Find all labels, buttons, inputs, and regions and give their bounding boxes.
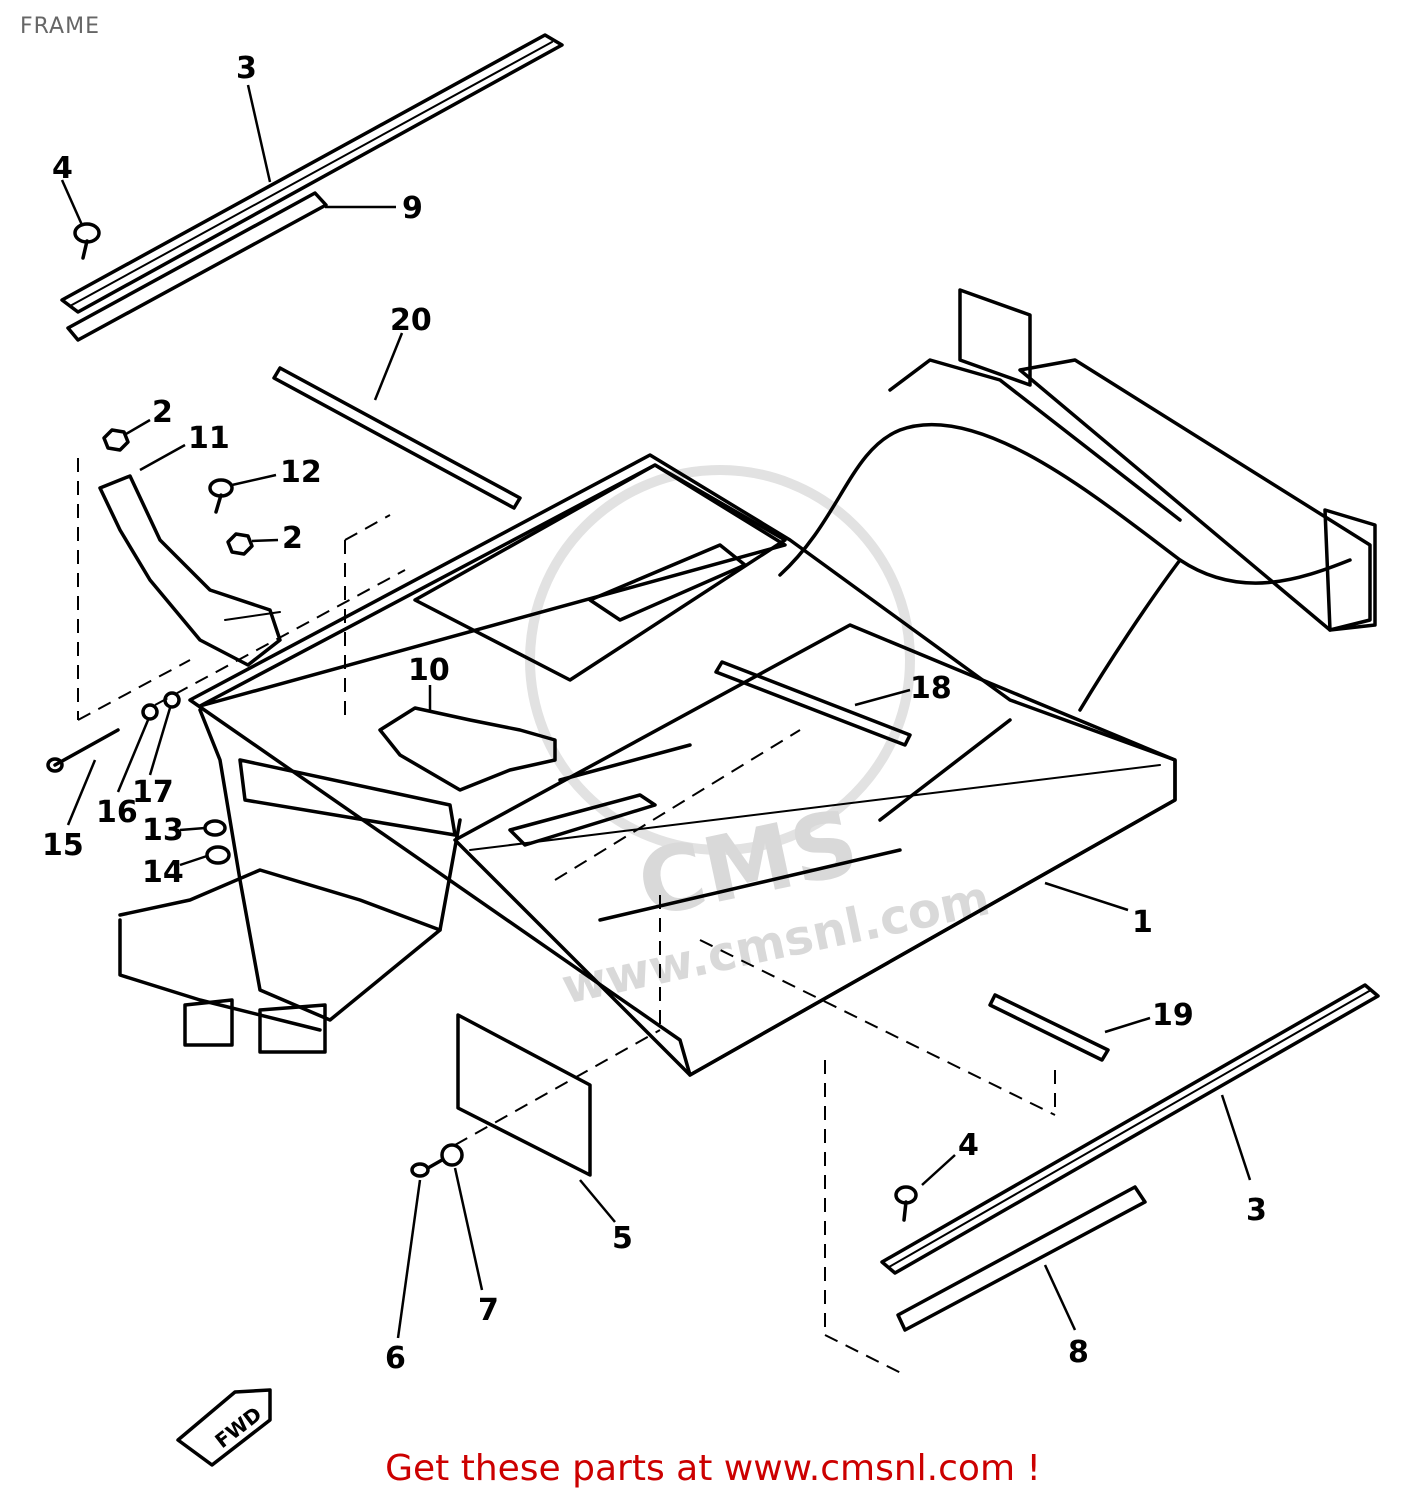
- part-nut-14: [205, 845, 231, 865]
- callout-19: 19: [1152, 998, 1194, 1033]
- callout-20: 20: [390, 303, 432, 338]
- callout-12: 12: [280, 455, 322, 490]
- callout-10: 10: [408, 653, 450, 688]
- part-plate-5: [456, 1013, 592, 1177]
- part-bracket-10: [378, 706, 557, 792]
- callout-4-lower: 4: [958, 1128, 979, 1163]
- callout-8: 8: [1068, 1335, 1089, 1370]
- callout-16: 16: [96, 795, 138, 830]
- part-stay-20: [272, 366, 522, 510]
- callout-3-lower: 3: [1246, 1193, 1267, 1228]
- part-bolt-15: [46, 728, 120, 773]
- part-stay-18: [714, 660, 912, 747]
- part-side-cover-upper: [66, 191, 328, 342]
- callout-7: 7: [478, 1293, 499, 1328]
- part-nut-13: [203, 819, 227, 837]
- part-nut-2-lower: [226, 532, 254, 556]
- callout-2-lower: 2: [282, 521, 303, 556]
- part-washer-17: [163, 691, 181, 709]
- callout-11: 11: [188, 421, 230, 456]
- callout-4-upper: 4: [52, 151, 73, 186]
- callout-17: 17: [132, 775, 174, 810]
- callout-5: 5: [612, 1221, 633, 1256]
- callout-2-upper: 2: [152, 395, 173, 430]
- part-stay-19: [988, 993, 1110, 1062]
- callout-1: 1: [1132, 905, 1153, 940]
- part-rivet-upper: [73, 222, 101, 260]
- callout-13: 13: [142, 813, 184, 848]
- part-side-rail-lower: [880, 983, 1380, 1275]
- part-rivet-lower: [894, 1185, 918, 1222]
- part-nut-2-upper: [102, 428, 130, 452]
- part-side-rail-upper: [60, 33, 564, 314]
- leader-lines: [60, 84, 1252, 1339]
- callout-6: 6: [385, 1341, 406, 1376]
- callouts: 1 2 2 3 3 4 4 5 6 7 8 9 10 11 12 13 14 1…: [42, 51, 1267, 1376]
- part-bolt-6: [410, 1158, 444, 1178]
- promo-link[interactable]: Get these parts at www.cmsnl.com !: [385, 1448, 1041, 1489]
- part-bracket-11: [98, 474, 282, 667]
- page-title: FRAME: [20, 14, 100, 39]
- part-side-cover-lower: [896, 1185, 1147, 1332]
- part-washer-7: [440, 1143, 464, 1167]
- callout-14: 14: [142, 855, 184, 890]
- part-washer-16: [141, 703, 159, 721]
- part-bolt-12: [208, 478, 234, 514]
- assembly-lines: [77, 458, 1056, 1376]
- callout-15: 15: [42, 828, 84, 863]
- callout-3-upper: 3: [236, 51, 257, 86]
- part-main-frame: [118, 288, 1377, 1077]
- callout-9: 9: [402, 191, 423, 226]
- callout-18: 18: [910, 671, 952, 706]
